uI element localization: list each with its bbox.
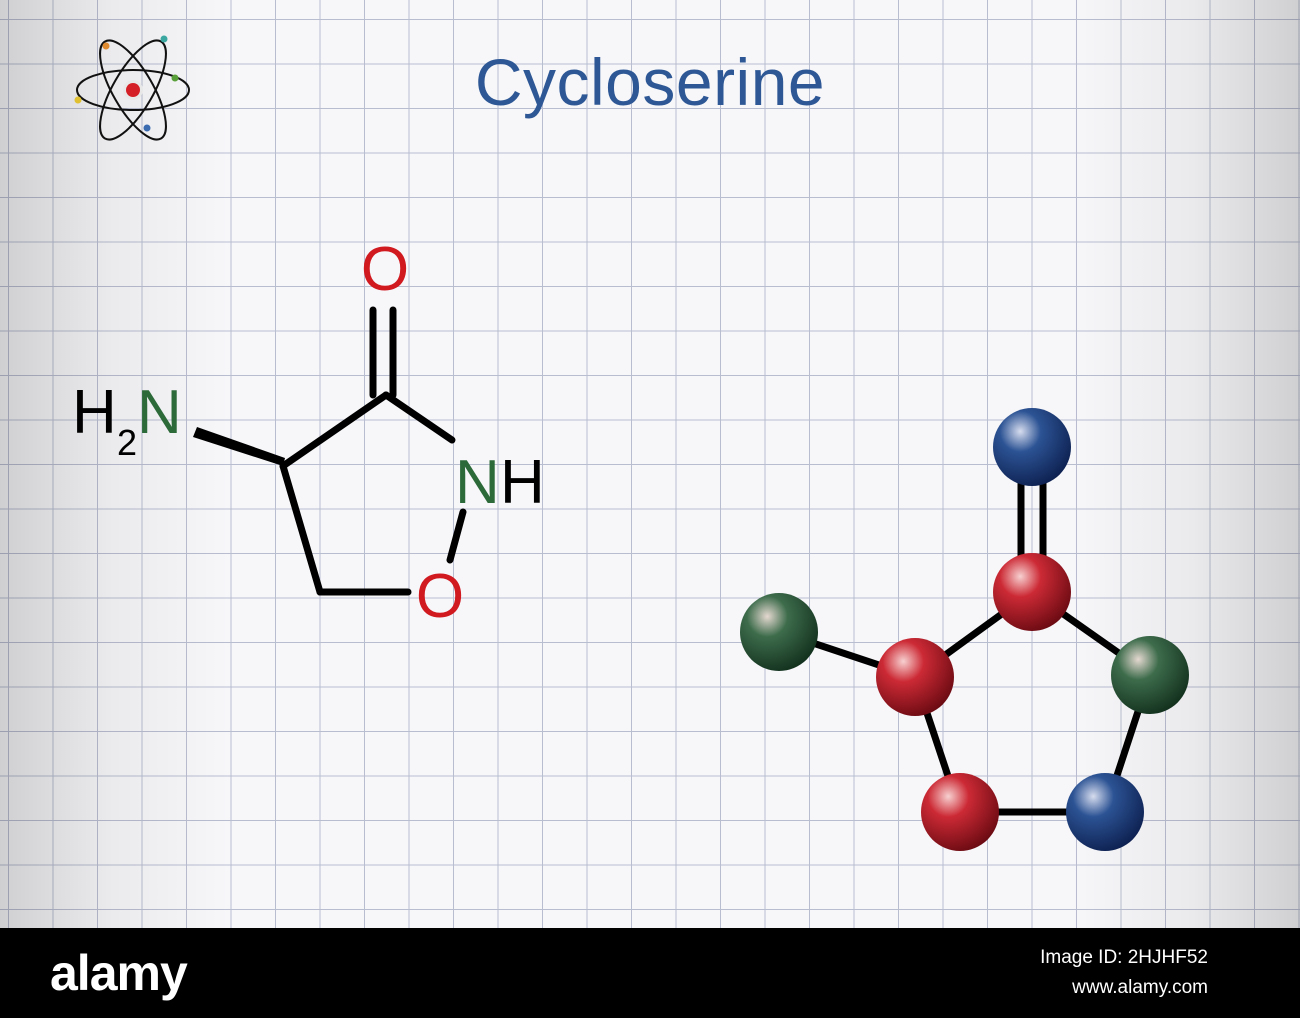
amine-subscript-label: 2 bbox=[117, 422, 137, 463]
atom-ball-blue-top bbox=[993, 408, 1071, 486]
svg-text:H: H bbox=[72, 378, 117, 447]
atom-icon bbox=[74, 35, 190, 141]
footer-bar bbox=[0, 928, 1300, 1018]
atom-ball-red-top bbox=[993, 553, 1071, 631]
atom-ball-red-bottom bbox=[921, 773, 999, 851]
page-title: Cycloserine bbox=[474, 45, 826, 119]
atom-ball-blue-bottom bbox=[1066, 773, 1144, 851]
atom-ball-green-right bbox=[1111, 636, 1189, 714]
amine-h-label: H bbox=[72, 378, 117, 447]
ring-oxygen-label: O bbox=[416, 562, 464, 631]
footer-image-id: Image ID: 2HJHF52 bbox=[1040, 947, 1208, 968]
ring-n-label: N bbox=[455, 448, 500, 517]
ring-bond-n-o bbox=[446, 508, 467, 564]
grid-paper-background: Cycloserine bbox=[0, 0, 1300, 928]
amine-n-label: N bbox=[137, 378, 182, 447]
ring-bond-c3-c4 bbox=[279, 391, 390, 470]
ring-bond-c3-n bbox=[382, 391, 456, 444]
ring-h-label: H bbox=[500, 448, 545, 517]
ball-stick-model bbox=[740, 408, 1189, 851]
atom-ball-red-center bbox=[876, 638, 954, 716]
structural-formula: O H 2 N N H O bbox=[72, 235, 1189, 851]
ring-bond-c4-c5 bbox=[279, 462, 324, 596]
atom-ball-green-left bbox=[740, 593, 818, 671]
formula-bonds bbox=[279, 306, 467, 596]
carbonyl-oxygen-label: O bbox=[361, 235, 409, 304]
wedge-bond bbox=[193, 427, 285, 466]
footer-logo: alamy bbox=[50, 945, 188, 1001]
footer-site: www.alamy.com bbox=[1072, 977, 1208, 998]
